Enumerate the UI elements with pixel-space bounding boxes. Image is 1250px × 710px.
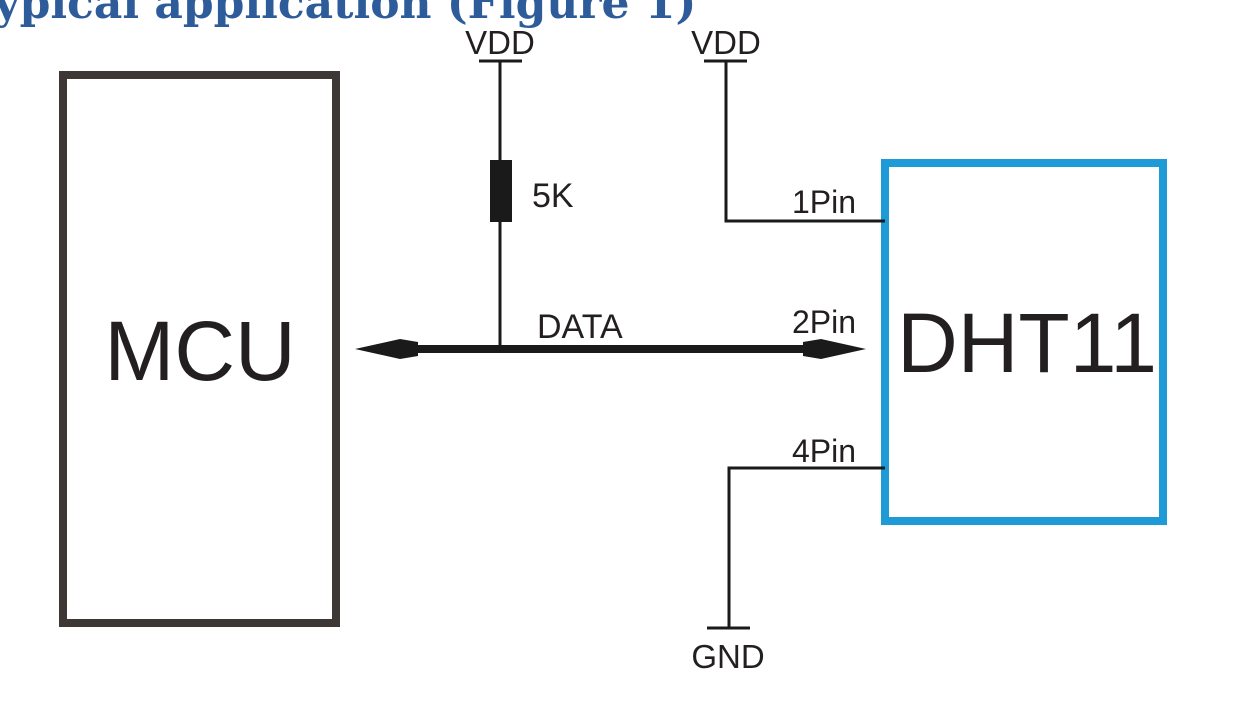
mcu-block: MCU	[59, 71, 340, 627]
pin1-label: 1Pin	[792, 184, 856, 220]
dht11-block: DHT11	[881, 159, 1167, 525]
resistor-value-label: 5K	[532, 177, 574, 215]
gnd-label: GND	[691, 638, 764, 675]
dht11-label: DHT11	[897, 296, 1157, 390]
pin4-wire	[727, 466, 885, 628]
data-bus	[355, 339, 866, 359]
wiring	[479, 59, 885, 630]
mcu-label: MCU	[104, 304, 295, 398]
vdd-resistor-label: VDD	[465, 24, 535, 61]
figure-heading: ypical application (Figure 1)	[0, 0, 696, 29]
pullup-resistor	[490, 160, 512, 222]
pin2-label: 2Pin	[792, 304, 856, 340]
pin1-wire	[724, 61, 885, 223]
mcu-box	[59, 71, 340, 627]
data-label: DATA	[537, 308, 623, 346]
vdd-sensor-label: VDD	[691, 24, 761, 61]
arrow-to-dht11	[803, 339, 866, 359]
dht11-box	[881, 159, 1167, 525]
arrow-to-mcu	[355, 339, 418, 359]
pin4-label: 4Pin	[792, 433, 856, 469]
